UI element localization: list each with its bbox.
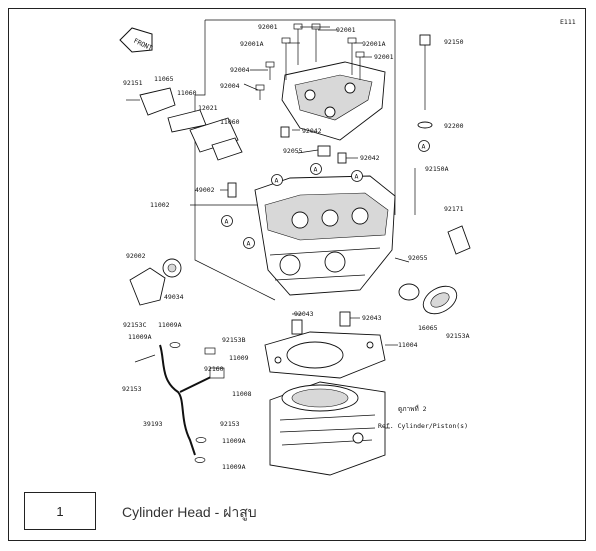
part-labels: 92001 92001 92001A 92001A 92001 92150 92…	[122, 23, 470, 471]
long-stud	[414, 34, 433, 215]
part-label: 49034	[164, 293, 184, 301]
part-label: 11065	[154, 75, 174, 83]
camshaft-cap	[281, 61, 386, 141]
callout-a: A	[351, 170, 363, 182]
callout-a: A	[221, 215, 233, 227]
ref-note-thai: ดูภาพที่ 2	[398, 404, 427, 413]
thermostat-housing	[129, 258, 182, 306]
part-label: 39193	[143, 420, 163, 428]
figure-caption: Cylinder Head - ฝาสูบ	[122, 504, 257, 520]
part-label: 92150A	[425, 165, 449, 173]
part-label: 92153C	[123, 321, 147, 329]
part-label: 11009A	[222, 463, 246, 471]
part-label: 92042	[302, 127, 322, 135]
part-label: 16065	[418, 324, 438, 332]
cylinder-block	[269, 381, 386, 476]
part-label: 92001	[258, 23, 278, 31]
part-label: 92153B	[222, 336, 246, 344]
callout-a: A	[310, 163, 322, 175]
bolts-top	[255, 23, 365, 100]
part-label: 92001A	[362, 40, 386, 48]
svg-text:A: A	[275, 177, 279, 185]
callout-a: A	[271, 174, 283, 186]
part-label: 11009A	[128, 333, 152, 341]
ref-note: Ref. Cylinder/Piston(s)	[378, 422, 468, 430]
part-label: 92001	[374, 53, 394, 61]
callout-markers: A A A A A A	[221, 140, 430, 249]
figure-index: 1	[24, 492, 96, 530]
intake-manifold	[398, 225, 471, 315]
part-label: 92150	[444, 38, 464, 46]
part-label: 49002	[195, 186, 215, 194]
part-label: 92151	[123, 79, 143, 87]
part-label: 92055	[283, 147, 303, 155]
part-label: 92004	[230, 66, 250, 74]
part-label: 92153A	[446, 332, 470, 340]
part-label: 92160	[204, 365, 224, 373]
part-label: 11002	[150, 201, 170, 209]
callout-a: A	[243, 237, 255, 249]
part-label: 92043	[294, 310, 314, 318]
callout-a: A	[418, 140, 430, 152]
part-label: 11004	[398, 341, 418, 349]
water-pipe	[134, 342, 225, 463]
svg-text:A: A	[314, 166, 318, 174]
part-label: 11060	[177, 89, 197, 97]
svg-text:A: A	[247, 240, 251, 248]
part-label: 11009	[229, 354, 249, 362]
part-label: 92153	[122, 385, 142, 393]
part-label: 11009A	[158, 321, 182, 329]
svg-text:A: A	[422, 143, 426, 151]
part-label: 92200	[444, 122, 464, 130]
front-arrow-icon: FRONT	[119, 27, 154, 53]
part-label: 92004	[220, 82, 240, 90]
part-label: 92043	[362, 314, 382, 322]
caption-row: 1 Cylinder Head - ฝาสูบ	[24, 492, 572, 530]
part-label: 92042	[360, 154, 380, 162]
dowel-pins	[227, 126, 351, 335]
part-label: 92055	[408, 254, 428, 262]
part-label: 92001A	[240, 40, 264, 48]
leader-lines	[220, 26, 410, 429]
svg-text:A: A	[355, 173, 359, 181]
part-label: 11060	[220, 118, 240, 126]
assembly-bracket	[190, 19, 396, 301]
part-label: 92153	[220, 420, 240, 428]
part-label: 92001	[336, 26, 356, 34]
part-label: 11009A	[222, 437, 246, 445]
part-label: 11008	[232, 390, 252, 398]
corner-code: E111	[560, 18, 576, 26]
reed-valve-assembly	[126, 87, 243, 161]
part-label: 12021	[198, 104, 218, 112]
cylinder-head	[254, 175, 396, 296]
part-label: 92002	[126, 252, 146, 260]
part-label: 92171	[444, 205, 464, 213]
svg-text:A: A	[225, 218, 229, 226]
head-gasket	[264, 331, 386, 379]
